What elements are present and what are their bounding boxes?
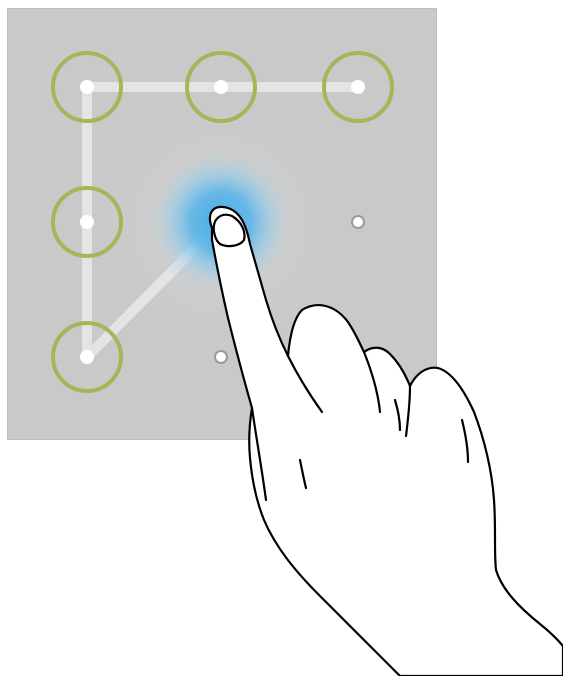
pattern-dot-3[interactable] <box>351 80 365 94</box>
pattern-dot-2[interactable] <box>214 80 228 94</box>
pattern-dot-6[interactable] <box>352 216 364 228</box>
pattern-dot-7[interactable] <box>80 350 94 364</box>
pattern-dot-1[interactable] <box>80 80 94 94</box>
pattern-dot-8[interactable] <box>215 351 227 363</box>
pattern-dot-4[interactable] <box>80 215 94 229</box>
